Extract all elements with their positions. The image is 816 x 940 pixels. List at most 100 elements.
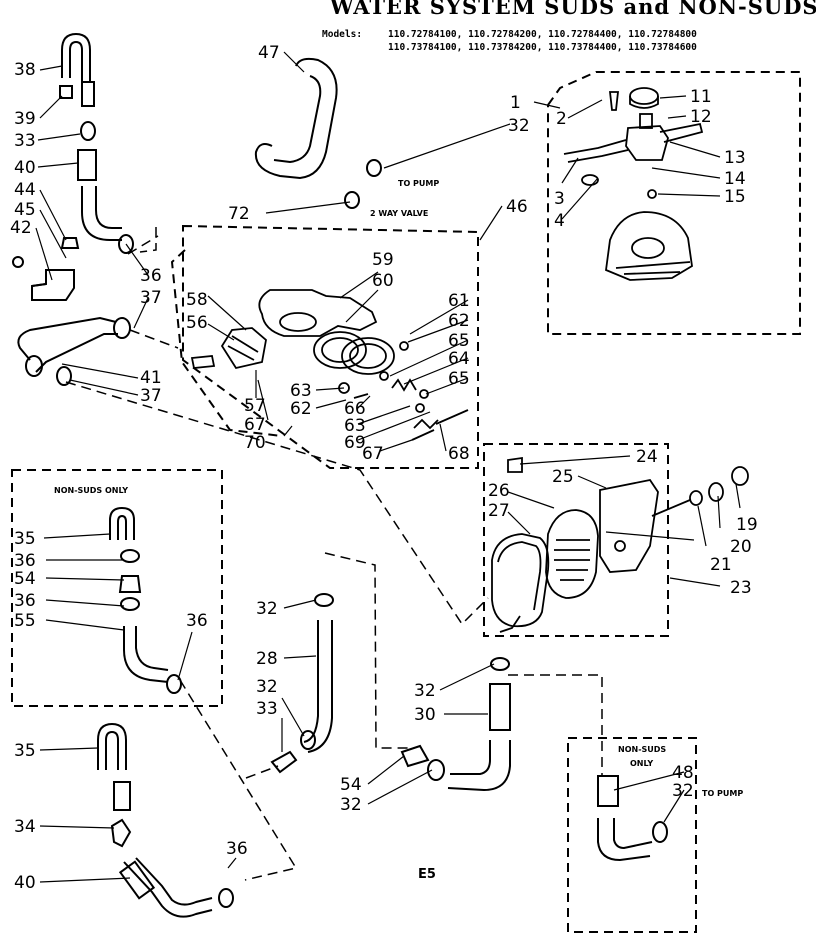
callout-61: 61 — [448, 291, 470, 311]
callout-1: 1 — [510, 93, 521, 113]
spring-69 — [413, 418, 439, 430]
callout-41: 41 — [140, 368, 162, 388]
callout-36: 36 — [140, 266, 162, 286]
callout-70: 70 — [244, 433, 266, 453]
callout-30: 30 — [414, 705, 436, 725]
model-list: Models:110.72784100, 110.72784200, 110.7… — [322, 28, 697, 54]
callout-39: 39 — [14, 109, 36, 129]
callout-19: 19 — [736, 515, 758, 535]
callout-67: 67 — [244, 415, 266, 435]
seal-15 — [647, 189, 657, 199]
callout-59: 59 — [372, 250, 394, 270]
callout-47: 47 — [258, 43, 280, 63]
non-suds-left-frame — [11, 469, 223, 707]
leader-lines — [35, 51, 741, 883]
hose-48-bend — [597, 818, 653, 862]
hose-38 — [61, 32, 91, 82]
housing-25 — [599, 478, 659, 573]
note-two-way-valve: 2 WAY VALVE — [370, 209, 428, 218]
nozzle-33-b — [270, 750, 298, 774]
callout-45: 45 — [14, 200, 36, 220]
clamp-36-e — [218, 888, 234, 908]
callout-56: 56 — [186, 313, 208, 333]
callout-36-d: 36 — [14, 591, 36, 611]
callout-28: 28 — [256, 649, 278, 669]
callout-32: 32 — [508, 116, 530, 136]
note-non-suds-only-left: NON-SUDS ONLY — [54, 486, 128, 495]
screw-42 — [12, 256, 24, 268]
callout-36-f: 36 — [226, 839, 248, 859]
callout-21: 21 — [710, 555, 732, 575]
callout-67-b: 67 — [362, 444, 384, 464]
callout-68: 68 — [448, 444, 470, 464]
callout-62-b: 62 — [290, 399, 312, 419]
callout-44: 44 — [14, 180, 36, 200]
callout-32-d: 32 — [414, 681, 436, 701]
clamp-33 — [80, 121, 96, 141]
hose-47 — [254, 57, 338, 180]
hose-55 — [123, 626, 169, 683]
callout-58: 58 — [186, 290, 208, 310]
callout-23: 23 — [730, 578, 752, 598]
notes: TO PUMP 2 WAY VALVE NON-SUDS ONLY NON-SU… — [54, 179, 743, 798]
callout-57: 57 — [244, 396, 266, 416]
pump-group-frame — [547, 71, 801, 335]
callout-48: 48 — [672, 763, 694, 783]
callout-32-b: 32 — [256, 599, 278, 619]
tube-40-b-sleeve — [118, 860, 156, 900]
cover-27 — [491, 533, 550, 628]
callout-2: 2 — [556, 109, 567, 129]
clamp-36-d — [166, 674, 182, 694]
pin-2 — [608, 91, 620, 111]
fitting-39 — [59, 85, 73, 99]
screw-56 — [190, 355, 216, 369]
wire-68 — [435, 409, 469, 425]
page-code: E5 — [418, 867, 436, 882]
filter-assembly — [491, 456, 749, 633]
washer-20 — [708, 482, 724, 502]
callout-65-b: 65 — [448, 369, 470, 389]
note-non-suds-right-1: NON-SUDS — [618, 745, 666, 754]
callout-35: 35 — [14, 529, 36, 549]
callout-40-b: 40 — [14, 873, 36, 893]
nozzle-39-b — [81, 81, 95, 107]
callout-37: 37 — [140, 288, 162, 308]
lever-13 — [659, 122, 704, 143]
connection-lines — [65, 227, 603, 881]
tube-41 — [17, 316, 118, 373]
hose-40-bottom — [123, 857, 213, 918]
callout-32-f: 32 — [672, 781, 694, 801]
callout-3: 3 — [554, 189, 565, 209]
callout-12: 12 — [690, 107, 712, 127]
note-to-pump-right: TO PUMP — [702, 789, 743, 798]
callout-35-b: 35 — [14, 741, 36, 761]
callout-38: 38 — [14, 60, 36, 80]
clip-24 — [507, 456, 523, 473]
callout-60: 60 — [372, 271, 394, 291]
callout-24: 24 — [636, 447, 658, 467]
callout-32-c: 32 — [256, 677, 278, 697]
screen-26 — [545, 509, 599, 599]
callout-27: 27 — [488, 501, 510, 521]
note-non-suds-right-2: ONLY — [630, 759, 653, 768]
callout-66: 66 — [344, 399, 366, 419]
tube-30 — [489, 683, 511, 731]
note-to-pump-top: TO PUMP — [398, 179, 439, 188]
clamp-32-top — [366, 159, 382, 177]
callout-34: 34 — [14, 817, 36, 837]
callout-65: 65 — [448, 331, 470, 351]
lever-3 — [563, 139, 629, 163]
callout-62: 62 — [448, 311, 470, 331]
pump-body — [605, 211, 693, 281]
callout-25: 25 — [552, 467, 574, 487]
models-line-2: 110.73784100, 110.73784200, 110.73784400… — [388, 42, 697, 53]
callout-14: 14 — [724, 169, 746, 189]
callout-32-e: 32 — [340, 795, 362, 815]
spring-4 — [581, 174, 599, 186]
callout-54-b: 54 — [340, 775, 362, 795]
inner-valve-frame — [170, 249, 283, 437]
fitting-54-a — [118, 575, 142, 593]
clamp-72 — [344, 191, 360, 209]
callout-55: 55 — [14, 611, 36, 631]
models-line-1: 110.72784100, 110.72784200, 110.72784400… — [388, 29, 697, 40]
